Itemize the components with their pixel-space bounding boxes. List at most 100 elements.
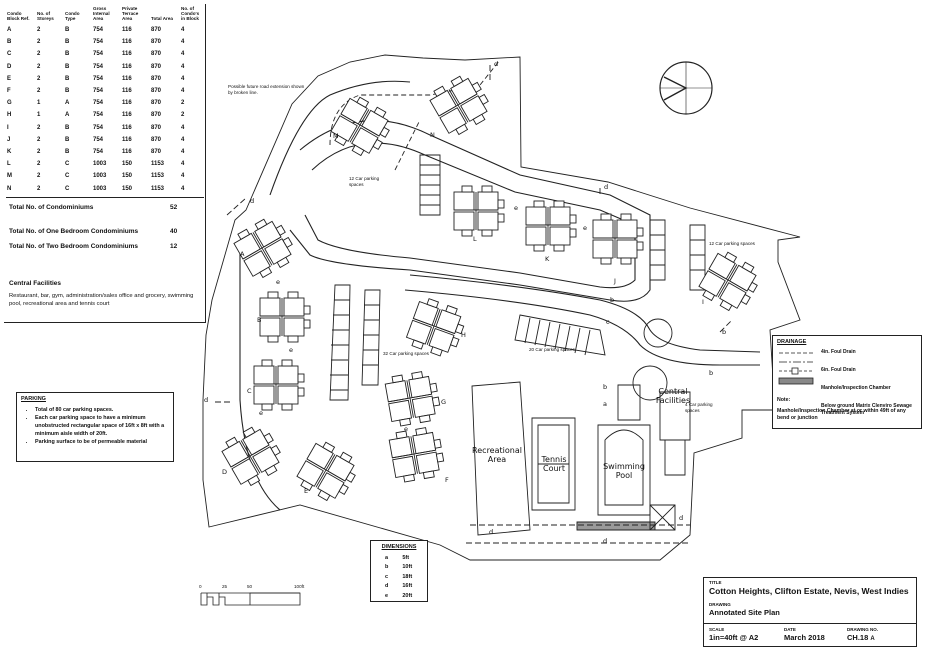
schedule-cell: 2 (37, 136, 41, 143)
schedule-cell: N (7, 185, 12, 192)
schedule-cell: 4 (181, 161, 185, 168)
schedule-cell: 116 (122, 124, 132, 131)
schedule-header-row: Condo Block Ref. No. of Storeys Condo Ty… (6, 6, 204, 24)
dim-label: b (709, 369, 714, 377)
schedule-cell: 870 (151, 148, 162, 155)
dim-label: e (514, 204, 518, 212)
schedule-cell: 2 (37, 51, 41, 58)
schedule-cell: 150 (122, 161, 133, 168)
dim-label: d (679, 514, 684, 522)
schedule-cell: 754 (93, 75, 104, 82)
schedule-cell: C (65, 161, 70, 168)
dim-label: d (204, 396, 209, 404)
schedule-cell: A (7, 27, 12, 34)
block-label-c: C (247, 387, 252, 395)
dimension-value: 20ft (402, 592, 413, 599)
dim-label: d (250, 197, 255, 205)
schedule-frame (4, 4, 206, 323)
schedule-cell: B (7, 39, 12, 46)
schedule-cell: 2 (37, 185, 41, 192)
road-extension-note: Possible future road extension shown by … (228, 84, 305, 95)
dim-label: e (404, 425, 408, 433)
schedule-cell: 4 (181, 27, 185, 34)
block-label-b: B (257, 316, 262, 324)
schedule-cell: 2 (37, 161, 41, 168)
dim-label: d (603, 537, 608, 545)
schedule-cell: 1153 (151, 185, 165, 192)
schedule-cell: 116 (122, 63, 132, 70)
schedule-cell: B (65, 148, 70, 155)
parking-note: 32 Car parking spaces (383, 351, 429, 356)
tennis-court-outline (531, 417, 576, 511)
schedule-cell: 2 (37, 88, 41, 95)
block-label-d: D (222, 468, 228, 476)
schedule-cell: 2 (37, 75, 41, 82)
schedule-cell: 754 (93, 124, 104, 131)
schedule-cell: 2 (181, 112, 185, 119)
schedule-cell: 4 (181, 185, 185, 192)
schedule-cell: 1153 (151, 161, 165, 168)
block-label-k: K (545, 255, 550, 263)
drawing-name: Annotated Site Plan (709, 608, 780, 617)
scale-label: 0 (199, 584, 202, 589)
schedule-cell: 754 (93, 136, 104, 143)
condo-block-footprint (592, 213, 644, 265)
schedule-cell: 870 (151, 39, 162, 46)
condo-schedule-table: Condo Block Ref. No. of Storeys Condo Ty… (6, 6, 204, 195)
block-label-h: H (461, 331, 466, 339)
central-facilities-label: Central Facilities (655, 387, 691, 405)
schedule-cell: 1153 (151, 173, 165, 180)
schedule-cell: G (7, 100, 12, 107)
recreational-area-label: Recreational Area (472, 446, 522, 464)
tennis-court-label: Tennis Court (541, 455, 567, 473)
schedule-cell: C (7, 51, 12, 58)
schedule-cell: 754 (93, 100, 104, 107)
dim-label: b (722, 328, 727, 336)
schedule-cell: B (65, 63, 70, 70)
dimension-key: e (385, 592, 389, 599)
total-one-bedroom-label: Total No. of One Bedroom Condominiums (9, 227, 139, 235)
dimension-value: 10ft (402, 564, 413, 571)
scale-value: 1in=40ft @ A2 (709, 633, 759, 642)
schedule-cell: H (7, 112, 12, 119)
schedule-cell: B (65, 51, 70, 58)
drawing-label: DRAWING (709, 602, 731, 607)
schedule-cell: 2 (37, 124, 41, 131)
schedule-header: Condo Block Ref. (7, 11, 30, 21)
drainage-note: Manhole/Inspection Chamber at or within … (777, 407, 906, 422)
schedule-cell: 4 (181, 39, 185, 46)
schedule-cell: 150 (122, 173, 133, 180)
block-label-l: L (473, 235, 477, 243)
total-two-bedroom-label: Total No. of Two Bedroom Condominiums (9, 242, 139, 250)
schedule-cell: 870 (151, 63, 162, 70)
condo-schedule: Condo Block Ref. No. of Storeys Condo Ty… (6, 6, 204, 309)
schedule-cell: 1003 (93, 161, 107, 168)
schedule-cell: 754 (93, 51, 104, 58)
dimension-row: e 20ft (385, 591, 426, 601)
drawing-number: CH.18 (847, 633, 869, 642)
dimensions-title: DIMENSIONS (381, 544, 417, 550)
condo-block-footprint (221, 426, 281, 487)
dim-label: d (489, 528, 494, 536)
title-block: TITLE Cotton Heights, Clifton Estate, Ne… (703, 577, 917, 647)
condo-block-footprint (296, 441, 356, 502)
schedule-cell: 116 (122, 75, 132, 82)
schedule-cell: B (65, 136, 70, 143)
scale-field-label: SCALE (709, 627, 725, 632)
schedule-header: No. of Condo's in Block (181, 6, 200, 21)
schedule-cell: I (7, 124, 9, 131)
schedule-cell: F (7, 88, 11, 95)
schedule-cell: 754 (93, 39, 104, 46)
date-label: DATE (784, 627, 796, 632)
condo-block-footprint (233, 218, 293, 279)
total-one-bedroom-value: 40 (170, 227, 178, 235)
schedule-cell: 870 (151, 100, 162, 107)
condo-block-footprint (330, 96, 390, 157)
